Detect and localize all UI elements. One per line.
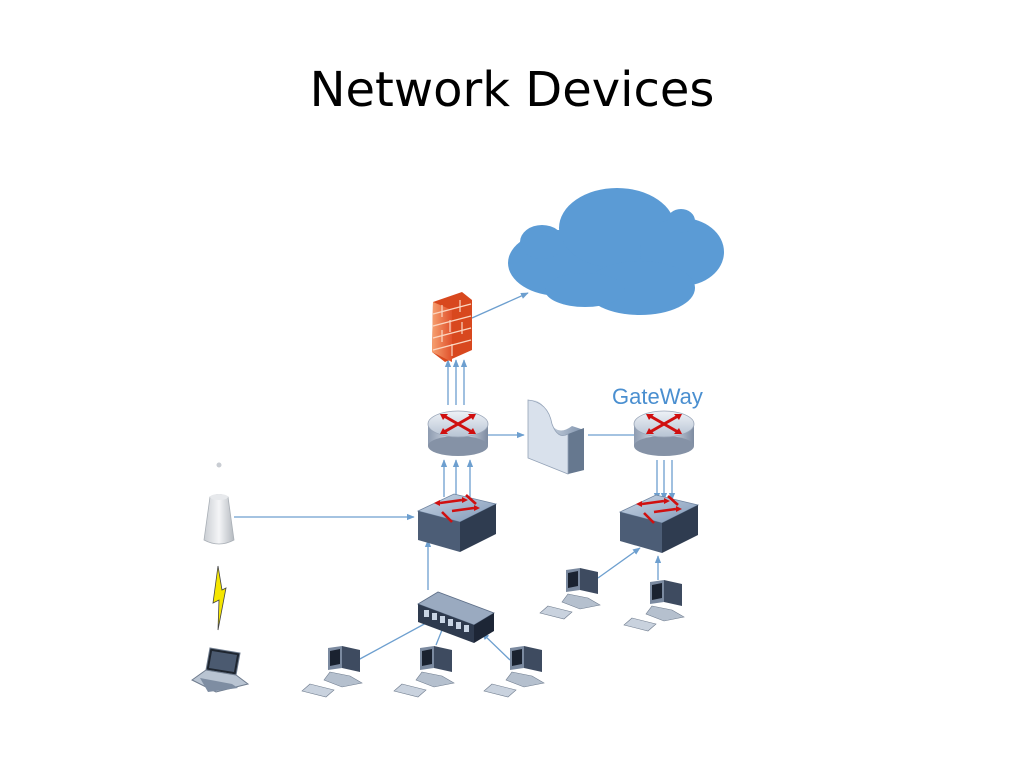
link-pc2-hub bbox=[435, 629, 443, 646]
desktop-pc-icon bbox=[393, 646, 455, 698]
desktop-pc-icon bbox=[483, 646, 545, 698]
link-pc4-switch2 bbox=[597, 547, 641, 579]
wireless-access-point-icon bbox=[203, 494, 235, 545]
gateway-label: GateWay bbox=[612, 384, 703, 409]
signal-dot-icon bbox=[216, 462, 222, 468]
desktop-pc-icon bbox=[623, 580, 685, 632]
cloud-icon bbox=[508, 188, 724, 315]
router-icon bbox=[427, 410, 489, 456]
desktop-pc-icon bbox=[539, 568, 601, 620]
laptop-icon bbox=[191, 647, 250, 693]
switch-icon bbox=[416, 493, 498, 552]
link-pc1-hub bbox=[357, 621, 429, 661]
slide-title: Network Devices bbox=[309, 62, 715, 118]
link-pc3-hub bbox=[481, 632, 511, 661]
lightning-bolt-icon bbox=[212, 565, 227, 631]
links bbox=[234, 292, 676, 661]
router-icon bbox=[633, 410, 695, 456]
hub-icon bbox=[417, 591, 495, 643]
desktop-pc-icon bbox=[301, 646, 363, 698]
gateway-icon bbox=[527, 399, 584, 475]
link-firewall-cloud bbox=[471, 292, 529, 319]
firewall-icon bbox=[432, 292, 472, 362]
switch-icon bbox=[618, 494, 700, 553]
